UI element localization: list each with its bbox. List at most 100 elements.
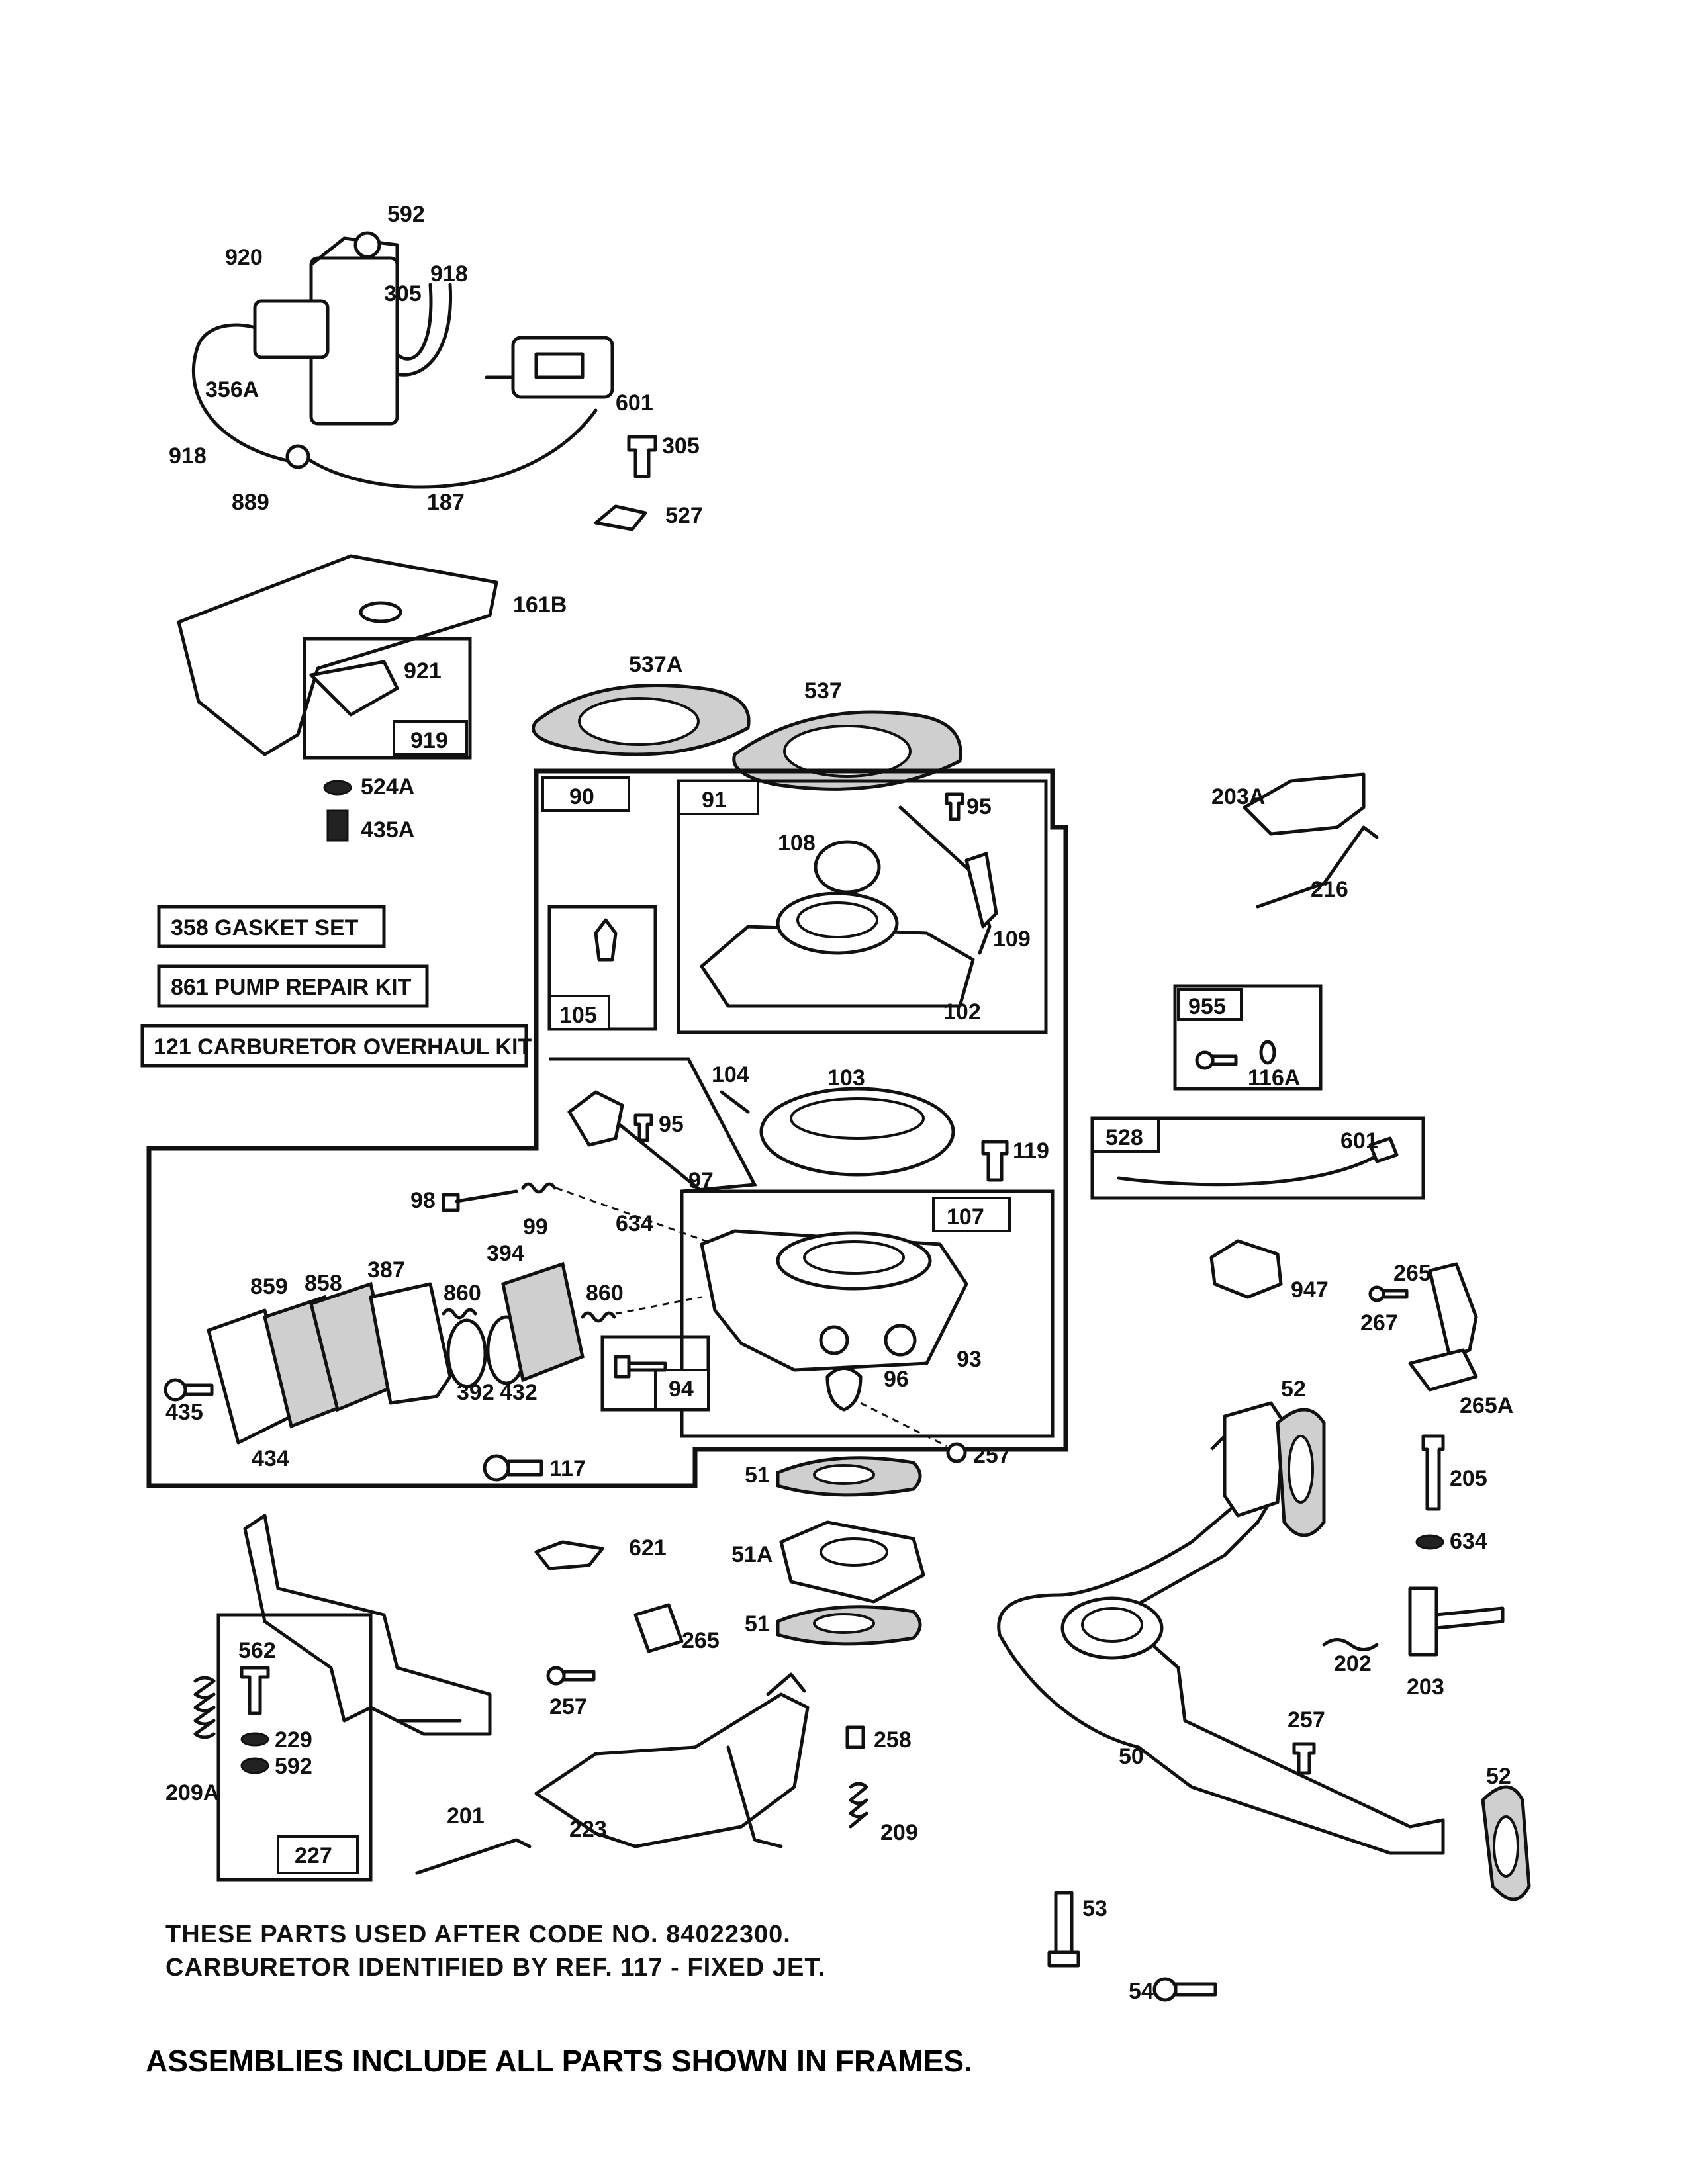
pin-104: [720, 1090, 750, 1114]
label-860: 860: [586, 1281, 624, 1306]
label-858: 858: [305, 1271, 342, 1296]
frame-919: [303, 637, 472, 760]
label-387: 387: [367, 1257, 405, 1283]
label-50: 50: [1119, 1744, 1144, 1769]
clamp-889: [285, 444, 310, 469]
frame-227: [216, 1613, 373, 1882]
frame-90-outline: [146, 768, 1068, 1488]
label-634: 634: [616, 1211, 653, 1236]
label-203: 203: [1407, 1674, 1444, 1700]
gasket-52-bottom-hole: [1493, 1815, 1519, 1878]
label-356A: 356A: [205, 377, 259, 402]
carburetor-overhaul-kit-label: 121 CARBURETOR OVERHAUL KIT: [154, 1034, 532, 1060]
bolt-53: [1047, 1891, 1080, 1968]
spring-202: [1322, 1638, 1379, 1651]
cover-394: [501, 1261, 585, 1383]
label-394: 394: [487, 1241, 524, 1266]
label-119: 119: [1013, 1138, 1049, 1163]
label-54: 54: [1129, 1979, 1154, 2004]
fuel-filter-window: [534, 352, 585, 379]
tank-161B: [177, 554, 498, 756]
label-209A: 209A: [165, 1780, 219, 1805]
label-99: 99: [523, 1214, 548, 1240]
label-94: 94: [669, 1377, 694, 1402]
label-592: 592: [275, 1754, 312, 1779]
tank-group: 161B 921 919 524A 435A: [177, 554, 567, 842]
fuel-line-918-left: [191, 323, 303, 465]
label-93: 93: [957, 1347, 982, 1372]
label-634: 634: [1450, 1529, 1487, 1554]
label-229: 229: [275, 1727, 312, 1752]
frame-91: [677, 779, 1048, 1034]
screw-435: [164, 1378, 214, 1402]
label-102: 102: [943, 999, 981, 1024]
label-201: 201: [447, 1803, 485, 1829]
ring-116A: [1259, 1040, 1276, 1065]
label-267: 267: [1360, 1310, 1398, 1336]
label-90: 90: [569, 784, 594, 809]
label-592: 592: [387, 202, 425, 227]
carb-body-bore: [803, 1240, 905, 1275]
gasket-set-box: [157, 905, 386, 948]
spring-209A: [193, 1676, 216, 1739]
label-921: 921: [404, 659, 442, 684]
screw-257-right: [1292, 1742, 1316, 1775]
screw-257-low: [546, 1666, 596, 1686]
label-562: 562: [238, 1638, 276, 1663]
governor-223: [534, 1692, 810, 1848]
label-95: 95: [966, 794, 992, 819]
tag-107: [932, 1197, 1011, 1232]
frame-107: [680, 1189, 1055, 1438]
label-392: 392: [457, 1380, 494, 1405]
tag-90: [541, 776, 630, 812]
tank-outlet: [359, 601, 402, 623]
pump-repair-kit-label: 861 PUMP REPAIR KIT: [171, 975, 412, 1000]
dashed-line-860: [615, 1296, 702, 1315]
spring-209: [849, 1782, 868, 1829]
label-51: 51: [745, 1612, 770, 1637]
fuel-line-187: [303, 408, 598, 489]
label-257: 257: [973, 1443, 1011, 1468]
label-161B: 161B: [513, 592, 567, 617]
tag-91: [677, 780, 759, 815]
throttle-plate-108: [814, 840, 881, 894]
gasket-group: 537A 537: [532, 652, 962, 791]
gasket-51-bottom-hole: [813, 1613, 875, 1634]
gasket-537-hole: [783, 725, 912, 778]
label-107: 107: [947, 1205, 984, 1230]
upper-body-bore: [796, 901, 878, 938]
label-537A: 537A: [629, 652, 682, 677]
clip-265-mid: [633, 1603, 684, 1653]
plug-93: [884, 1324, 917, 1357]
bracket-265A: [1408, 1348, 1478, 1392]
bracket-265-right: [1428, 1262, 1478, 1359]
stud-205: [1421, 1434, 1445, 1511]
screw-257-mid: [946, 1442, 967, 1463]
right-small-parts: 203A 216 955 116A 528 601 947 265 267 26…: [1090, 772, 1513, 1418]
label-209: 209: [880, 1820, 918, 1845]
tag-227: [277, 1835, 359, 1874]
washer-524A: [323, 780, 352, 796]
label-947: 947: [1291, 1277, 1329, 1302]
fuel-line-601: [1117, 1150, 1385, 1187]
usage-note-line1: THESE PARTS USED AFTER CODE NO. 84022300…: [165, 1921, 791, 1948]
label-859: 859: [250, 1274, 288, 1299]
screw-562: [240, 1666, 270, 1715]
footer-note: ASSEMBLIES INCLUDE ALL PARTS SHOWN IN FR…: [146, 2044, 972, 2078]
washer-229: [240, 1732, 269, 1747]
primer-group: 859 858 387 394 860 860 435 434 392 432: [164, 1241, 702, 1471]
screw-98: [442, 1189, 518, 1212]
label-305: 305: [384, 281, 422, 306]
label-105: 105: [559, 1003, 597, 1028]
pump-body-387: [369, 1282, 452, 1405]
frame-955: [1173, 984, 1323, 1091]
bracket-227-group: 562 229 592 209A 227: [165, 1514, 492, 1882]
usage-note-line2: CARBURETOR IDENTIFIED BY REF. 117 - FIXE…: [165, 1954, 825, 1981]
label-96: 96: [884, 1367, 909, 1392]
label-265: 265: [1393, 1261, 1431, 1286]
label-205: 205: [1450, 1466, 1487, 1491]
fuel-pump-920: [253, 299, 330, 359]
fuel-pump-group: 592 920 918 305 356A 918 889 187 601 305…: [169, 202, 703, 531]
label-920: 920: [225, 245, 263, 270]
